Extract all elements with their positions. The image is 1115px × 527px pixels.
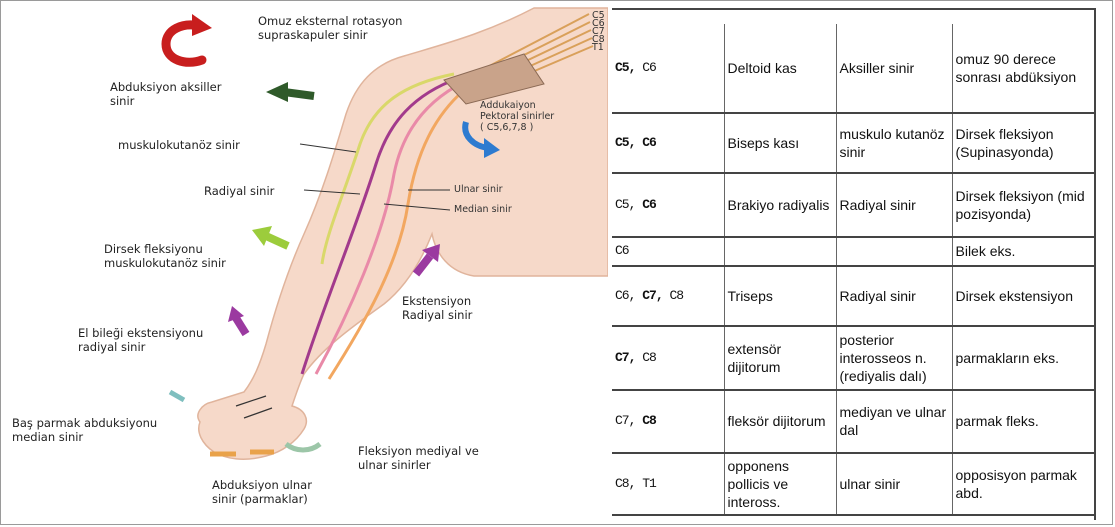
table-row: C6 Bilek eks. xyxy=(612,237,1096,267)
label-wrist-extension: El bileği ekstensiyonu radiyal sinir xyxy=(78,326,203,354)
cell-nerve xyxy=(836,237,952,267)
cell-nerve: muskulo kutanöz sinir xyxy=(836,113,952,173)
abduction-arrow xyxy=(284,92,314,96)
cell-root: C7, C8 xyxy=(612,326,724,390)
cell-action: omuz 90 derece sonrası abdüksiyon xyxy=(952,24,1096,113)
arm-diagram: C5 C6 C7 C8 T1 Omuz eksternal rotasyon s… xyxy=(4,4,608,522)
root-label-t1: T1 xyxy=(592,42,604,53)
cell-root: C8, T1 xyxy=(612,453,724,515)
cell-nerve: Radiyal sinir xyxy=(836,266,952,326)
label-ulnar: Ulnar sinir xyxy=(454,184,503,195)
label-flexion: Fleksiyon mediyal ve ulnar sinirler xyxy=(358,444,479,472)
label-radial: Radiyal sinir xyxy=(204,184,274,198)
cell-root: C5, C6 xyxy=(612,173,724,237)
cell-action: Bilek eks. xyxy=(952,237,1096,267)
cell-action: parmakların eks. xyxy=(952,326,1096,390)
cell-action: parmak fleks. xyxy=(952,390,1096,454)
cell-muscle: Biseps kası xyxy=(724,113,836,173)
cell-muscle: opponens pollicis ve inteross. xyxy=(724,453,836,515)
wrist-extension-arrow xyxy=(236,318,246,334)
label-median: Median sinir xyxy=(454,204,512,215)
cell-muscle xyxy=(724,237,836,267)
cell-action: Dirsek ekstensiyon xyxy=(952,266,1096,326)
cell-root: C7, C8 xyxy=(612,390,724,454)
label-musculocutaneous: muskulokutanöz sinir xyxy=(118,138,240,152)
label-extension: Ekstensiyon Radiyal sinir xyxy=(402,294,472,322)
cell-action: opposisyon parmak abd. xyxy=(952,453,1096,515)
cell-muscle: fleksör dijitorum xyxy=(724,390,836,454)
cell-muscle: Deltoid kas xyxy=(724,24,836,113)
cell-muscle: Brakiyo radiyalis xyxy=(724,173,836,237)
cell-nerve: ulnar sinir xyxy=(836,453,952,515)
arm-illustration xyxy=(4,4,608,522)
cell-muscle: Triseps xyxy=(724,266,836,326)
cell-action: Dirsek fleksiyon (mid pozisyonda) xyxy=(952,173,1096,237)
cell-nerve: mediyan ve ulnar dal xyxy=(836,390,952,454)
label-thumb-abduction: Baş parmak abduksiyonu median sinir xyxy=(12,416,157,444)
label-shoulder-rotation: Omuz eksternal rotasyon supraskapuler si… xyxy=(258,14,402,42)
label-finger-abduction: Abduksiyon ulnar sinir (parmaklar) xyxy=(212,478,312,506)
table-top-border xyxy=(612,8,1096,10)
cell-muscle: extensör dijitorum xyxy=(724,326,836,390)
elbow-flexion-arrow xyxy=(266,236,288,246)
label-adduction: Addukaiyon Pektoral sinirler ( C5,6,7,8 … xyxy=(480,100,554,133)
label-elbow-flexion: Dirsek fleksiyonu muskulokutanöz sinir xyxy=(104,242,226,270)
label-abduction: Abduksiyon aksiller sinir xyxy=(110,80,221,108)
cell-action: Dirsek fleksiyon (Supinasyonda) xyxy=(952,113,1096,173)
cell-nerve: Radiyal sinir xyxy=(836,173,952,237)
cell-root: C5, C6 xyxy=(612,24,724,113)
table-right-border xyxy=(1094,8,1096,520)
cell-nerve: posterior interosseos n. (rediyalis dalı… xyxy=(836,326,952,390)
flexion-arrow xyxy=(286,444,320,450)
cell-root: C6 xyxy=(612,237,724,267)
cell-root: C6, C7, C8 xyxy=(612,266,724,326)
cell-nerve: Aksiller sinir xyxy=(836,24,952,113)
cell-root: C5, C6 xyxy=(612,113,724,173)
thumb-arrow xyxy=(170,392,184,400)
